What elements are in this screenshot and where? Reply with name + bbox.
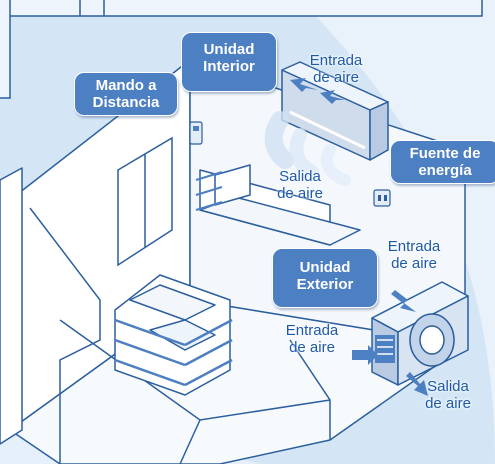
outdoor-air-arrows xyxy=(352,290,428,396)
armchair xyxy=(114,274,233,396)
partition xyxy=(29,207,331,464)
power-source-callout: Fuente de energía xyxy=(390,140,495,184)
sofa xyxy=(195,164,361,246)
outdoor-air-out-label: Salida de aire xyxy=(425,378,471,412)
outdoor-air-in-left-label: Entrada de aire xyxy=(285,322,339,356)
indoor-unit xyxy=(281,61,389,161)
power-outlet xyxy=(373,189,391,207)
indoor-air-out-label: Salida de aire xyxy=(277,168,323,202)
remote-control-callout: Mando a Distancia xyxy=(74,72,178,116)
remote-control xyxy=(189,121,203,145)
background-swoosh xyxy=(300,0,495,464)
top-frame xyxy=(0,0,483,99)
indoor-air-in-arrow xyxy=(290,78,345,104)
outdoor-unit-callout: Unidad Exterior xyxy=(272,248,378,308)
outdoor-unit xyxy=(371,281,469,386)
outdoor-air-in-top-label: Entrada de aire xyxy=(387,238,441,272)
indoor-airflow xyxy=(264,111,351,186)
indoor-air-in-label: Entrada de aire xyxy=(309,52,363,86)
window xyxy=(117,136,173,267)
indoor-unit-callout: Unidad Interior xyxy=(181,32,277,92)
